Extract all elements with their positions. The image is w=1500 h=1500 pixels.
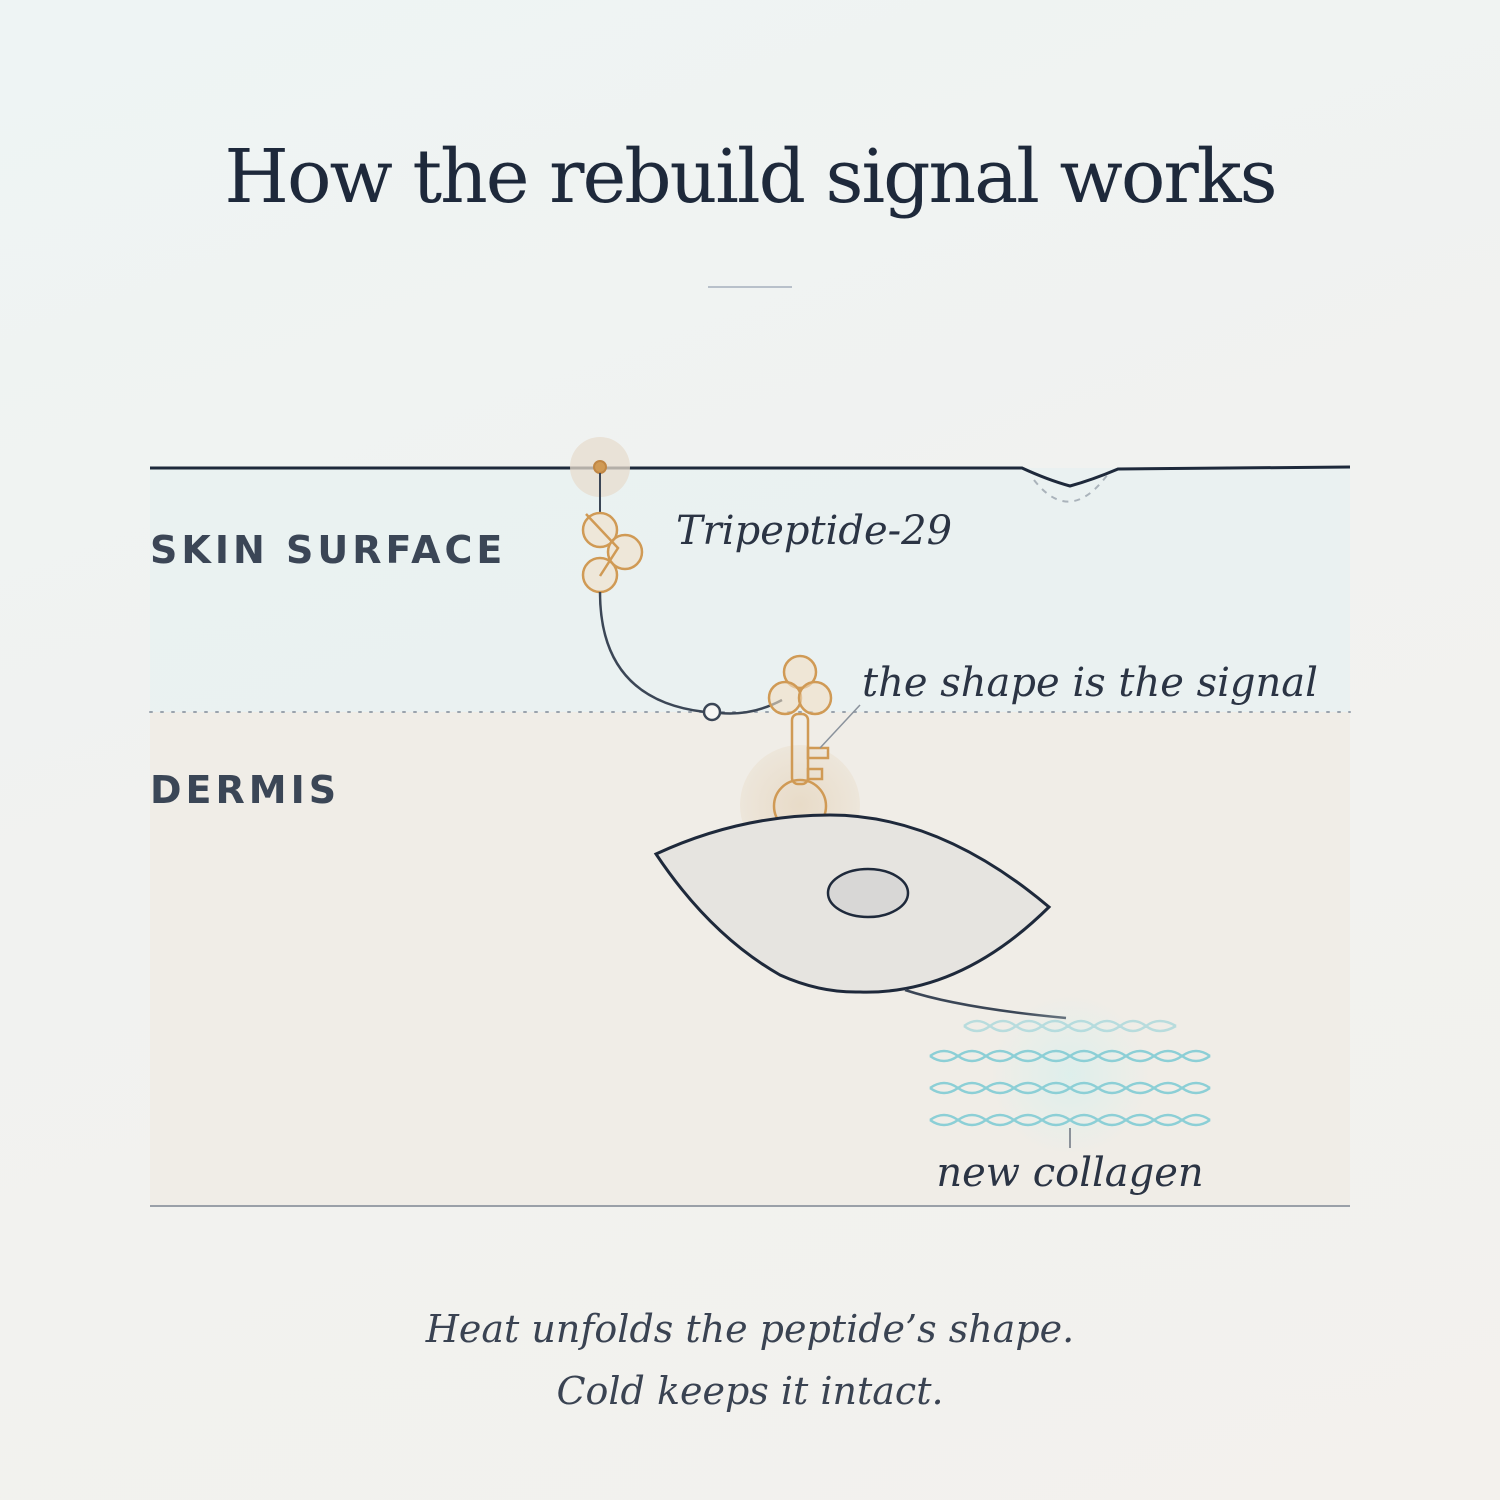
peptide-pathway (598, 591, 706, 714)
title-divider (708, 286, 792, 288)
signal-leader-line (819, 704, 861, 749)
skin-surface-layer (150, 468, 1350, 712)
tripeptide-molecule-icon (581, 511, 644, 594)
tripeptide-label: Tripeptide-29 (676, 508, 952, 554)
caption: Heat unfolds the peptide’s shape. Cold k… (0, 1298, 1500, 1422)
pathway-node (702, 702, 722, 722)
caption-line-1: Heat unfolds the peptide’s shape. (425, 1307, 1075, 1351)
signal-key-icon (767, 654, 833, 869)
page-title: How the rebuild signal works (224, 134, 1277, 220)
collagen-fibers-icon (929, 1019, 1211, 1127)
skin-surface-label: SKIN SURFACE (150, 528, 506, 572)
cell-nucleus (826, 867, 910, 919)
collagen-label: new collagen (936, 1150, 1203, 1196)
caption-line-2: Cold keeps it intact. (556, 1369, 944, 1413)
signal-label: the shape is the signal (862, 660, 1318, 706)
skin-surface-line (150, 465, 1351, 488)
entry-point-icon (593, 460, 607, 474)
dermis-label: DERMIS (150, 768, 340, 812)
